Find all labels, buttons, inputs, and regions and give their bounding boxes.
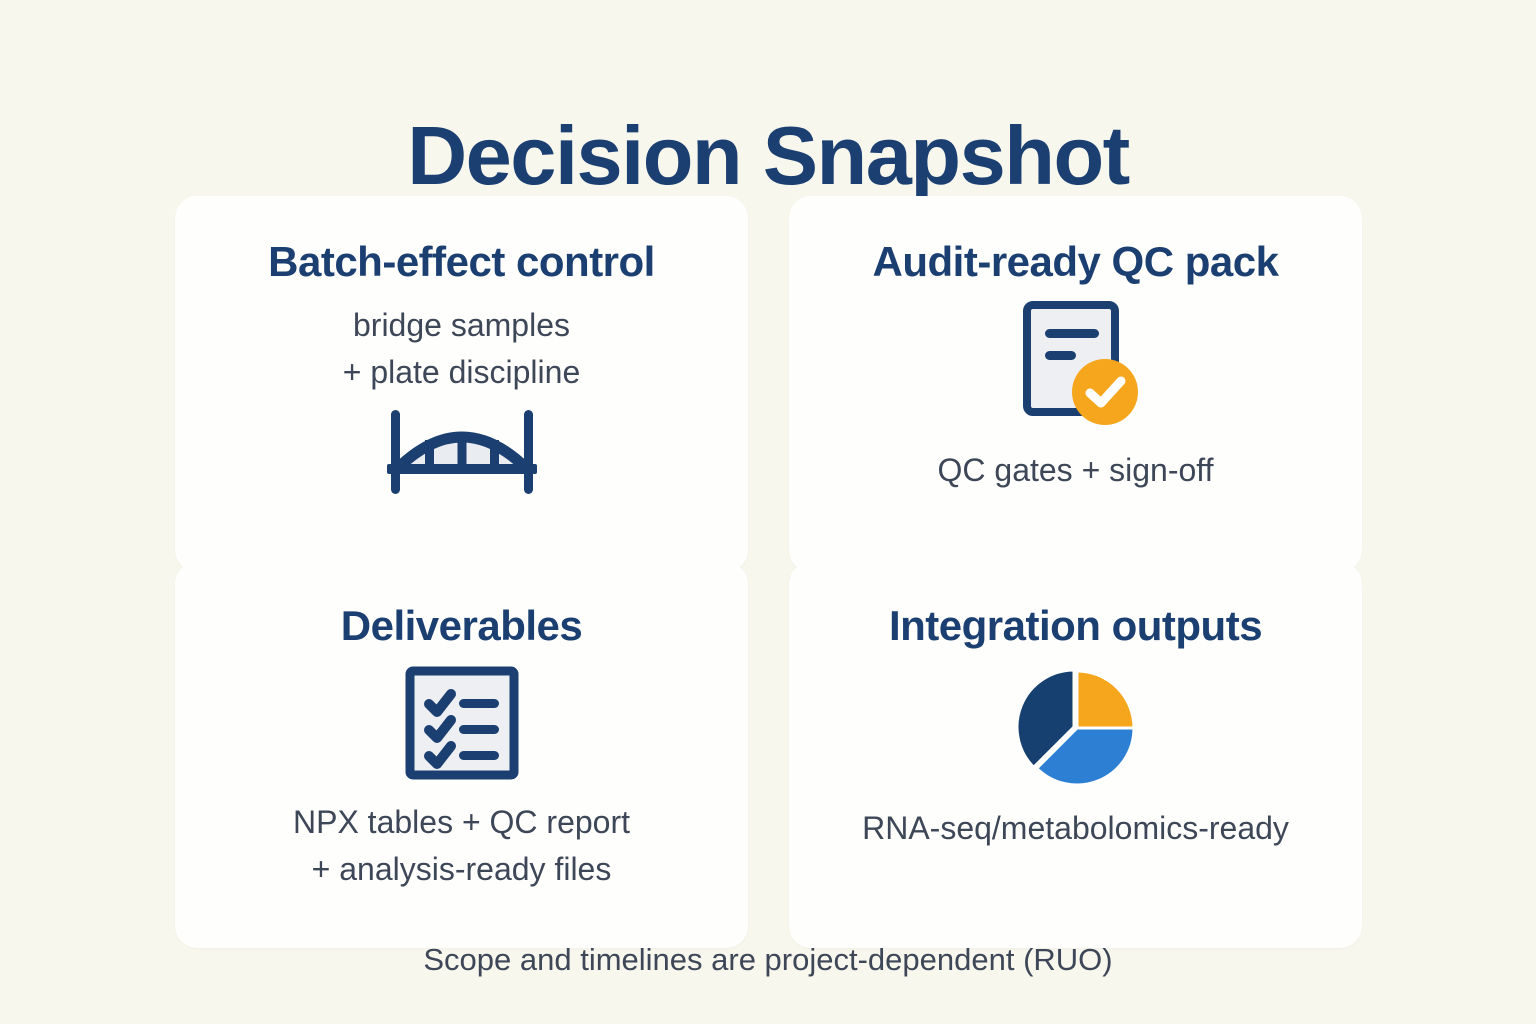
- card-body-line: QC gates + sign-off: [937, 452, 1214, 488]
- card-title: Audit-ready QC pack: [872, 238, 1279, 285]
- pie-chart-icon: [1011, 662, 1141, 797]
- card-body: NPX tables + QC report + analysis-ready …: [293, 799, 630, 893]
- footer-disclaimer: Scope and timelines are project-dependen…: [423, 942, 1113, 977]
- card-body: bridge samples + plate discipline: [343, 302, 580, 396]
- card-deliverables: Deliverables NPX tables + QC report + an…: [175, 562, 748, 948]
- card-body-line: NPX tables + QC report: [292, 804, 631, 840]
- card-body: RNA-seq/metabolomics-ready: [862, 805, 1289, 852]
- card-body-line: + plate discipline: [342, 354, 581, 390]
- document-check-icon: [1010, 298, 1142, 435]
- card-body: QC gates + sign-off: [938, 447, 1214, 494]
- card-title: Integration outputs: [888, 602, 1263, 649]
- card-body-line: + analysis-ready files: [311, 851, 612, 887]
- card-title: Batch-effect control: [268, 238, 655, 285]
- card-body-line: bridge samples: [352, 307, 570, 343]
- card-audit-ready-qc-pack: Audit-ready QC pack QC gates + sign-off: [789, 196, 1362, 572]
- card-batch-effect-control: Batch-effect control bridge samples + pl…: [175, 196, 748, 572]
- card-title: Deliverables: [340, 602, 583, 649]
- checklist-icon: [403, 664, 521, 787]
- card-body-line: RNA-seq/metabolomics-ready: [862, 810, 1289, 846]
- card-integration-outputs: Integration outputs RNA-seq/metabolomics…: [789, 562, 1362, 948]
- page-title: Decision Snapshot: [407, 108, 1130, 202]
- bridge-icon: [382, 406, 542, 503]
